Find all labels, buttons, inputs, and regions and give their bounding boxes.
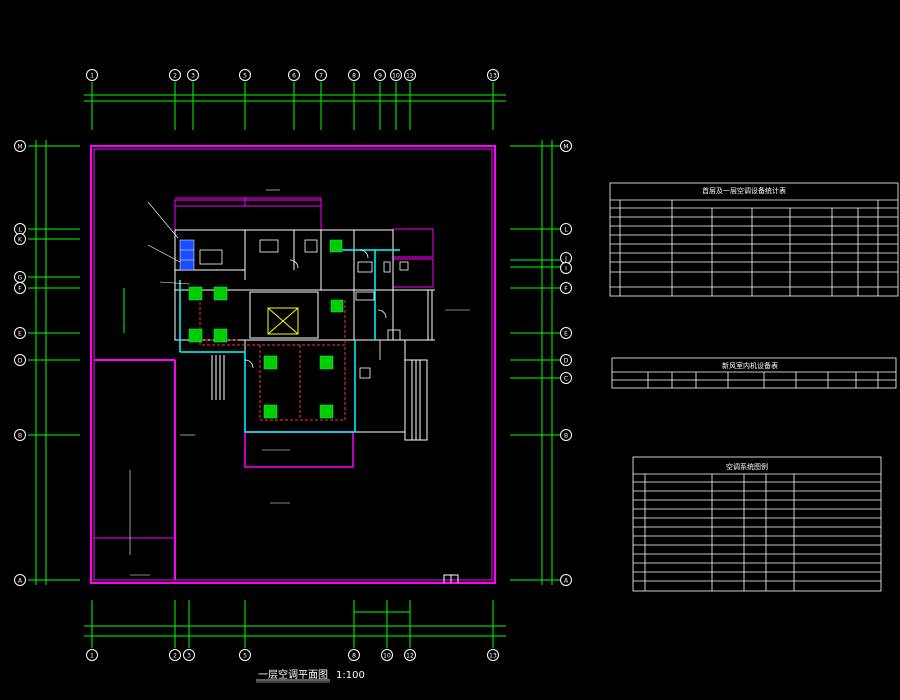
ac-indoor-unit — [263, 355, 278, 370]
grid-bubbles-left — [14, 140, 26, 586]
fresh-air-unit — [179, 239, 195, 271]
side-dimension-lines — [28, 140, 560, 585]
grid-label: 7 — [319, 73, 323, 80]
grid-label: 1 — [90, 653, 94, 660]
grid-label: M — [563, 144, 568, 151]
indoor-units — [188, 239, 344, 419]
terminal-table — [611, 357, 897, 389]
grid-bubble-top — [315, 69, 327, 81]
building-walls — [90, 145, 496, 584]
grid-label: D — [18, 358, 23, 365]
grid-label: L — [18, 227, 22, 234]
legend-table — [632, 456, 882, 592]
grid-label: 3 — [187, 653, 191, 660]
cyan-lines — [179, 249, 400, 433]
grid-labels-left: M L K G F E D B A — [17, 144, 23, 585]
grid-label: 8 — [352, 73, 356, 80]
ac-indoor-unit — [213, 286, 228, 301]
grid-label: A — [564, 578, 569, 585]
entrance-marks — [443, 574, 459, 583]
grid-label: A — [18, 578, 23, 585]
grid-label: 2 — [173, 73, 177, 80]
grid-label: G — [18, 275, 23, 282]
interior-walls — [174, 229, 435, 441]
grid-bubble-top — [487, 69, 499, 81]
grid-labels-right: M L J I F E D C B A — [563, 144, 569, 585]
drawing-title-text: 一层空调平面图 — [258, 670, 328, 681]
grid-bubble-top — [390, 69, 402, 81]
grid-bubble-top — [348, 69, 360, 81]
ac-indoor-unit — [319, 404, 334, 419]
equipment-table — [609, 182, 899, 297]
grid-label: E — [18, 331, 22, 338]
equipment-table-title: 首层及一层空调设备统计表 — [702, 187, 786, 195]
grid-label: I — [565, 266, 567, 273]
grid-label: F — [18, 286, 22, 293]
grid-label: K — [18, 237, 23, 244]
fixtures — [199, 239, 409, 379]
grid-label: 3 — [191, 73, 195, 80]
grid-labels-top: 1 2 3 5 6 7 8 9 10 12 13 — [90, 73, 497, 80]
grid-label: 6 — [292, 73, 296, 80]
grid-label: J — [564, 256, 567, 263]
grid-bubbles-top — [86, 69, 499, 81]
ac-indoor-unit — [330, 299, 344, 313]
grid-label: 1 — [90, 73, 94, 80]
grid-bubble-top — [86, 69, 98, 81]
grid-label: 5 — [243, 653, 247, 660]
grid-label: 9 — [378, 73, 382, 80]
grid-label: F — [564, 286, 568, 293]
grid-bubble-top — [404, 69, 416, 81]
grid-label: D — [564, 358, 569, 365]
grid-bubble-top — [169, 69, 181, 81]
grid-labels-bottom: 1 2 3 5 8 10 12 13 — [90, 653, 497, 660]
grid-bubbles-right — [560, 140, 572, 586]
leader-lines — [129, 189, 470, 576]
grid-label: 12 — [406, 73, 414, 80]
terminal-table-title: 新风室内机设备表 — [722, 362, 778, 370]
bottom-dimension-lines — [84, 600, 506, 648]
grid-bubble-top — [187, 69, 199, 81]
grid-bubble-top — [374, 69, 386, 81]
ac-indoor-unit — [188, 286, 203, 301]
grid-label: 8 — [352, 653, 356, 660]
drawing-title: 一层空调平面图 1:100 — [258, 666, 365, 681]
grid-label: C — [564, 376, 568, 383]
grid-bubble-top — [239, 69, 251, 81]
grid-label: 2 — [173, 653, 177, 660]
legend-table-title: 空调系统图例 — [726, 463, 768, 471]
refrigerant-pipes — [195, 292, 346, 421]
grid-label: 10 — [383, 653, 391, 660]
ac-indoor-unit — [329, 239, 343, 253]
grid-label: B — [18, 433, 22, 440]
grid-label: 13 — [489, 653, 497, 660]
grid-label: L — [564, 227, 568, 234]
top-dimension-lines — [84, 82, 506, 130]
ac-indoor-unit — [213, 328, 228, 343]
ac-indoor-unit — [188, 328, 203, 343]
grid-label: 13 — [489, 73, 497, 80]
grid-label: 12 — [406, 653, 414, 660]
grid-label: 5 — [243, 73, 247, 80]
ac-indoor-unit — [319, 355, 334, 370]
grid-bubble-top — [288, 69, 300, 81]
drawing-scale: 1:100 — [336, 670, 365, 681]
grid-label: B — [564, 433, 568, 440]
grid-label: 10 — [392, 73, 400, 80]
grid-bubbles-bottom — [86, 649, 499, 661]
grid-label: E — [564, 331, 568, 338]
ac-indoor-unit — [263, 404, 278, 419]
grid-label: M — [17, 144, 22, 151]
